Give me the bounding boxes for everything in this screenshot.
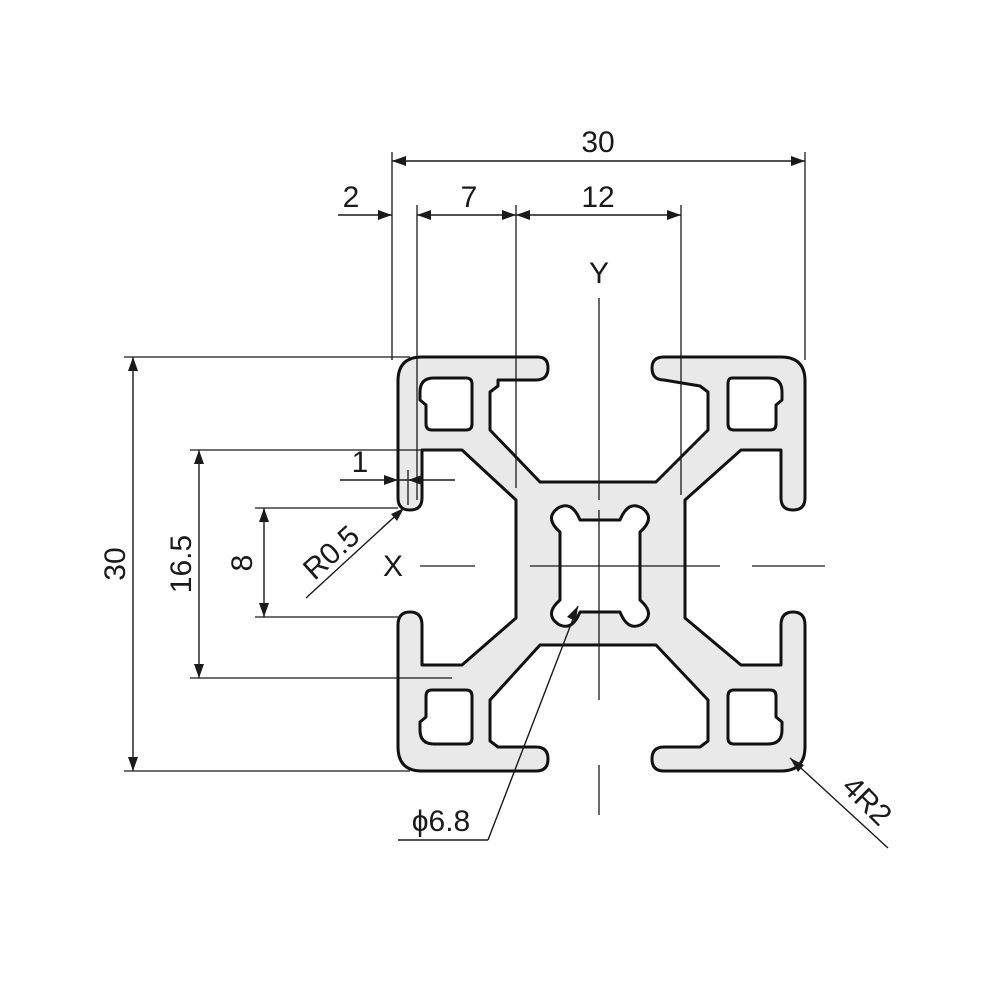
dim-height-30: 30 [99,547,132,580]
arrow-8-top [259,508,269,522]
arrow-1-right [408,475,422,485]
dim-wall-2: 2 [343,181,360,214]
corner-cavity-bottom-left [418,688,474,746]
dim-lip-1: 1 [352,446,369,479]
dim-opening-8: 8 [226,555,259,572]
arrow-7-left [417,210,431,220]
arrow-7-right [502,210,516,220]
arrow-1-left [384,475,398,485]
x-axis-label: X [383,550,403,583]
leader-corner-radius [789,757,889,849]
corner-cavity-top-right [726,376,784,432]
dim-radius-r0-5: R0.5 [297,519,366,586]
dim-center-hole: ϕ6.8 [412,805,471,838]
leader-r0-5 [305,507,405,599]
arrow-center-hole [567,606,578,621]
arrow-width-30-left [392,156,406,166]
arrow-height-30-bottom [128,757,138,771]
corner-cavity-top-left [418,376,474,432]
dim-width-30: 30 [581,126,614,159]
profile-cross-section [396,355,807,773]
top-dimensions: 30 2 7 12 [338,126,806,500]
arrow-2 [378,210,392,220]
dim-offset-7: 7 [461,181,478,214]
arrow-12-right [667,210,681,220]
arrow-8-bottom [259,603,269,617]
arrow-r0-5 [391,508,404,521]
arrow-corner-radius [790,758,804,772]
y-axis-label: Y [589,257,609,290]
arrow-16-5-bottom [194,664,204,678]
dim-slot-12: 12 [581,181,614,214]
dim-depth-16-5: 16.5 [165,535,198,593]
leader-center-hole [487,605,579,841]
center-axes: Y X [383,257,825,815]
arrow-height-30-top [128,357,138,371]
corner-cavity-bottom-right [726,688,784,746]
arrow-12-left [516,210,530,220]
arrow-16-5-top [194,450,204,464]
dim-corner-radius: 4R2 [836,770,898,832]
arrow-width-30-right [791,156,805,166]
